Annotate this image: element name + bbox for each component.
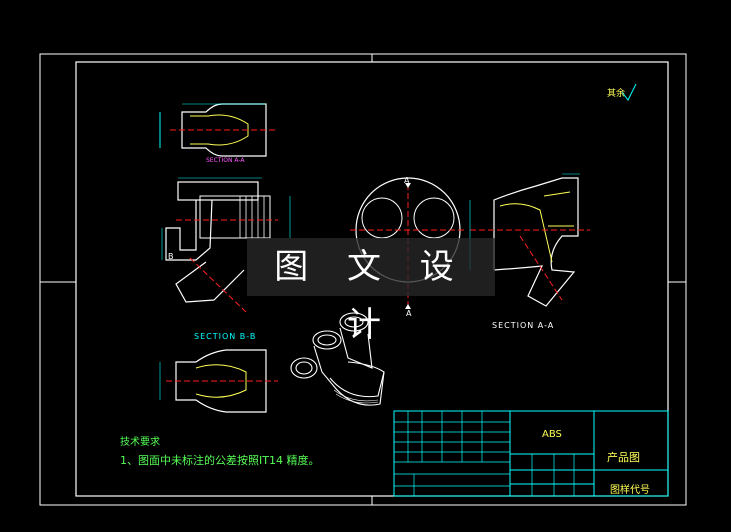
title-block-drawing-number: 图样代号: [610, 485, 650, 496]
title-block-product-type: 产品图: [607, 451, 640, 464]
watermark-banner: 图 文 设 计: [247, 238, 495, 345]
view-section-bb: [159, 349, 278, 413]
section-aa-label: SECTION A-A: [492, 321, 555, 330]
title-block: [393, 410, 669, 497]
view-front: B: [161, 177, 291, 313]
view-top-left: [159, 103, 278, 157]
section-bb-label: SECTION B-B: [194, 332, 257, 341]
centering-marks: [40, 54, 686, 505]
view-isometric: [290, 312, 385, 406]
marker-a-top: A: [404, 176, 410, 185]
roughness-note: 其余: [607, 89, 626, 99]
view-section-aa: [469, 173, 590, 307]
roughness-symbol: [621, 83, 637, 101]
marker-b: B: [168, 252, 174, 261]
technical-requirement-line-1: 1、图面中未标注的公差按照IT14 精度。: [120, 454, 320, 467]
title-block-material: ABS: [542, 429, 562, 440]
section-a-small-label: SECTION A-A: [206, 157, 245, 164]
marker-a-bottom: A: [406, 309, 412, 318]
technical-requirements-title: 技术要求: [120, 437, 160, 448]
outer-border: [39, 53, 687, 506]
